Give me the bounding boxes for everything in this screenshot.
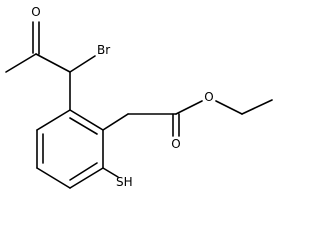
- ring-double-2: [69, 162, 98, 181]
- ester-oxygen-label: O: [204, 90, 213, 104]
- bond-ring-sh: [102, 167, 119, 178]
- ester-carbonyl-oxygen-label: O: [171, 137, 180, 151]
- ring-bond-1: [69, 109, 104, 131]
- bond-ester-c-o: [175, 100, 203, 115]
- bond-o-ethyl-ch2: [215, 100, 243, 115]
- structure-canvas: O Br O O SH: [5, 5, 273, 189]
- bromine-label: Br: [97, 43, 110, 57]
- ring-bond-4: [36, 167, 71, 189]
- chemical-structure: O Br O O SH: [5, 5, 273, 189]
- ring-double-1: [69, 117, 98, 135]
- bond-ethyl-ch2-ch3: [241, 99, 273, 115]
- bond-methyl-carbonyl: [5, 53, 37, 73]
- carbonyl-oxygen-label: O: [31, 5, 40, 19]
- thiol-label: SH: [116, 175, 133, 189]
- bonds: [5, 21, 273, 189]
- atom-labels: O Br O O SH: [31, 5, 213, 189]
- ring-bond-3: [69, 167, 104, 189]
- bond-ring-ch2: [102, 113, 129, 131]
- bond-chbr-br: [69, 55, 96, 73]
- bond-carbonyl-chbr: [35, 53, 71, 73]
- ring-bond-6: [36, 109, 71, 131]
